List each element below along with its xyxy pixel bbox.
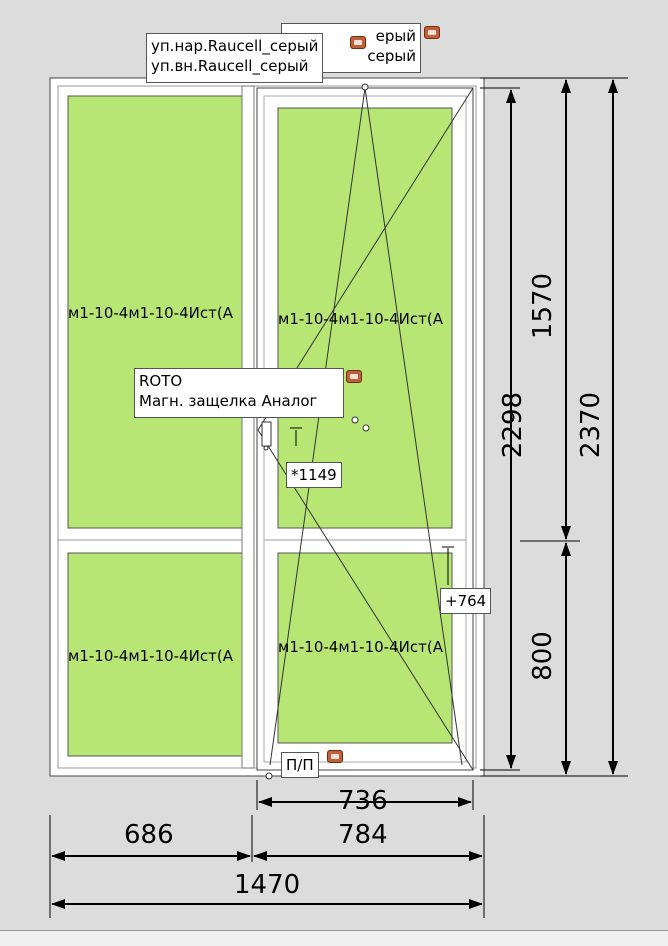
opening-label[interactable]: П/П [281,752,319,778]
glass-text-left-top: м1-10-4м1-10-4Ист(А [68,304,233,322]
profile-back-line1: ерый [375,27,416,45]
dim-sash-height: 2298 [498,391,528,459]
dim-left-width: 686 [124,820,174,850]
profile-inner: уп.вн.Raucell_серый [151,57,309,75]
dim-right-width: 784 [338,820,388,850]
hardware-latch: Магн. защелка Аналог [139,392,318,410]
opening-tag-icon[interactable] [327,750,343,763]
glass-text-left-bottom: м1-10-4м1-10-4Ист(А [68,647,233,665]
handle-mark[interactable]: *1149 [286,462,342,488]
dim-bottom-height: 800 [528,631,558,681]
profile-label[interactable]: уп.нар.Raucell_серый уп.вн.Raucell_серый [146,33,324,83]
bottom-scrollbar[interactable] [0,930,668,946]
profile-tag-icon-2[interactable] [350,36,366,49]
profile-tag-icon[interactable] [424,26,440,39]
sash-mark[interactable]: +764 [440,588,492,614]
hardware-tag-icon[interactable] [346,370,362,383]
hardware-label[interactable]: ROTO Магн. защелка Аналог [134,368,344,418]
glass-left-top [67,95,243,529]
glass-text-right-top: м1-10-4м1-10-4Ист(А [278,310,443,328]
dimension-lines [49,77,628,918]
dim-top-height: 1570 [528,272,558,340]
handle[interactable] [261,421,272,447]
glass-right-bottom [277,552,453,744]
glass-text-right-bottom: м1-10-4м1-10-4Ист(А [278,638,443,656]
glass-right-top [277,107,453,529]
dim-total-width: 1470 [234,870,301,900]
hardware-brand: ROTO [139,372,183,390]
dim-total-height: 2370 [576,391,606,459]
profile-back-line2: серый [367,47,416,65]
dim-sash-width: 736 [338,786,388,816]
mullion [241,85,255,769]
profile-outer: уп.нар.Raucell_серый [151,37,319,55]
glass-left-bottom [67,552,243,757]
